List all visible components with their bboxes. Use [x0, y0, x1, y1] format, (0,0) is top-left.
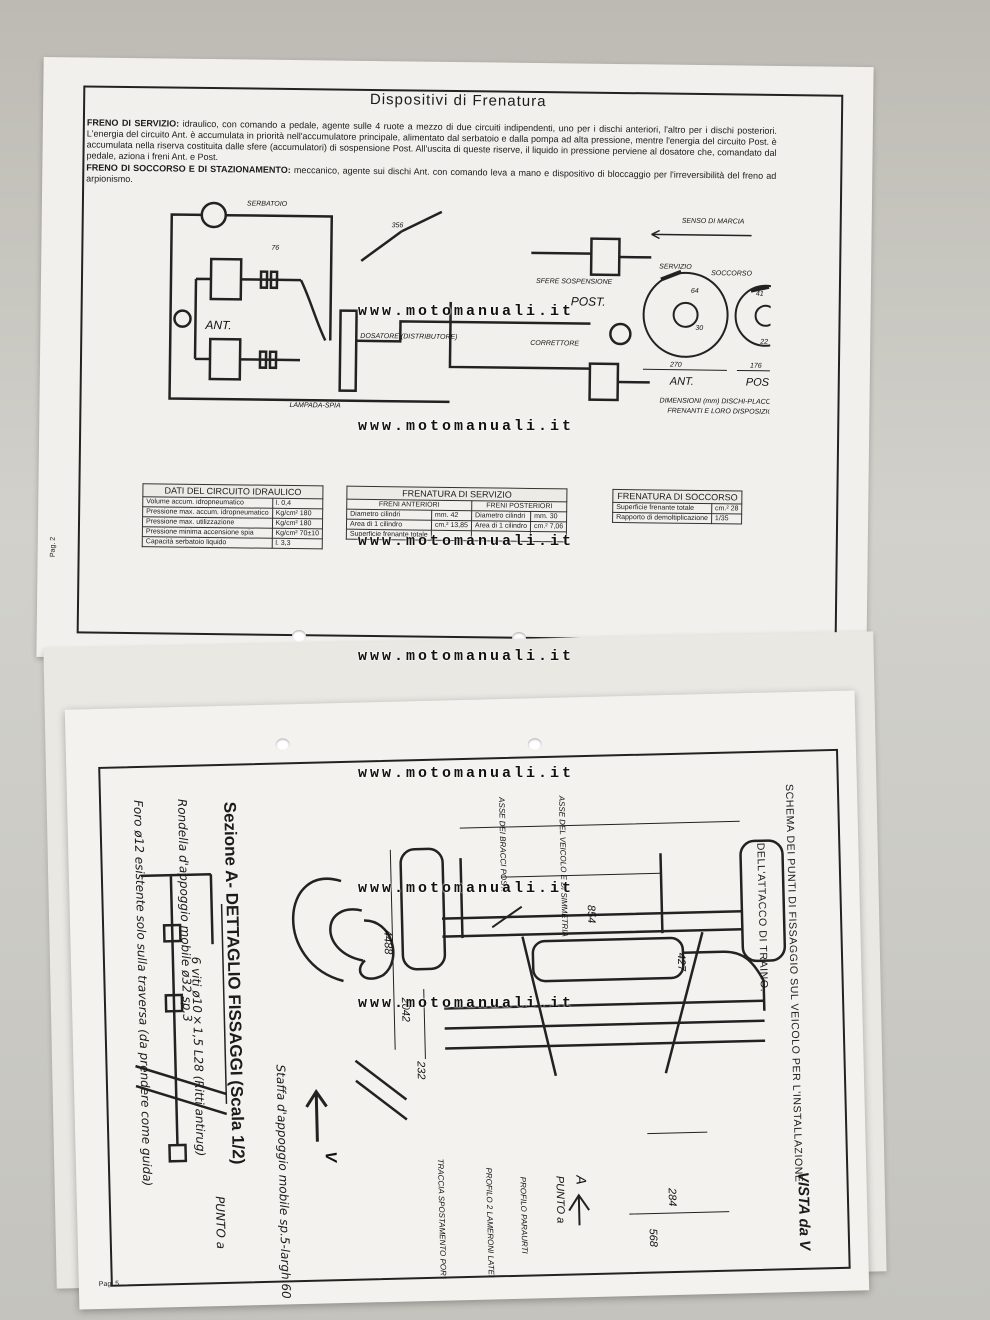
- vista-label: VISTA da V: [794, 1171, 814, 1251]
- page-top: Dispositivi di Frenatura FRENO DI SERVIZ…: [36, 56, 874, 668]
- dim-30: 30: [695, 325, 703, 332]
- note-punto: PUNTO a: [212, 1195, 229, 1250]
- watermark: www.motomanuali.it: [358, 533, 575, 550]
- watermark: www.motomanuali.it: [358, 995, 575, 1012]
- label-frenanti: FRENANTI E LORO DISPOSIZIONE: [667, 408, 772, 416]
- dim-22: 22: [759, 339, 768, 346]
- dim-64: 64: [691, 288, 699, 295]
- marker-v: V: [322, 1151, 339, 1163]
- label-lampada: LAMPADA-SPIA: [289, 402, 341, 410]
- dim-356: 356: [392, 222, 404, 229]
- marker-a: A: [573, 1174, 589, 1185]
- label-soccorso: SOCCORSO: [711, 270, 752, 278]
- dim-41: 41: [756, 291, 764, 298]
- dim-4488: 4488: [381, 930, 394, 956]
- watermark: www.motomanuali.it: [358, 880, 575, 897]
- page-number: Pag. 2: [49, 536, 57, 558]
- dim-270: 270: [669, 362, 682, 369]
- label-serbatoio: SERBATOIO: [247, 200, 288, 207]
- watermark: www.motomanuali.it: [358, 303, 575, 320]
- label-correttore: CORRETTORE: [530, 340, 579, 348]
- label-asse-veicolo: ASSE DEL VEICOLO E DI SIMMETRIA: [557, 795, 569, 937]
- label-asse-bracci: ASSE DEI BRACCI POST.: [497, 796, 508, 892]
- label-post: POST.: [571, 294, 606, 308]
- table-idraulico: DATI DEL CIRCUITO IDRAULICO Volume accum…: [142, 483, 324, 549]
- binder-hole: [275, 738, 290, 751]
- label-sfere: SFERE SOSPENSIONE: [536, 278, 613, 286]
- label-profilo2: PROFILO 2 LAMERONI LATERALI: [484, 1167, 496, 1286]
- label-ant: ANT.: [204, 318, 231, 332]
- dim-854: 854: [585, 905, 597, 924]
- dim-76: 76: [271, 245, 279, 252]
- dim-568: 568: [647, 1228, 659, 1248]
- towbar-mounting-diagram: 4488 2042 232 854 427 284 568 ASSE DEL V…: [135, 795, 787, 1287]
- watermark: www.motomanuali.it: [358, 648, 575, 665]
- label-post-disc: POST.: [746, 377, 772, 389]
- label-dosatore: DOSATORE (DISTRIBUTORE): [360, 333, 457, 341]
- paragraph1-label: FRENO DI SERVIZIO:: [86, 117, 180, 129]
- label-profilo-paraurti: PROFILO PARAURTI: [518, 1177, 529, 1255]
- table-soccorso: FRENATURA DI SOCCORSO Superficie frenant…: [612, 489, 743, 525]
- dim-284: 284: [666, 1187, 678, 1207]
- label-ant-disc: ANT.: [669, 376, 694, 388]
- label-dimensioni: DIMENSIONI (mm) DISCHI-PLACCHETTE: [659, 398, 772, 407]
- brake-circuit-diagram: SERBATOIO ANT. POST. DOSATORE (DISTRIBUT…: [168, 200, 773, 416]
- paragraph1-text: idraulico, con comando a pedale, agente …: [86, 118, 777, 163]
- binder-hole: [292, 630, 306, 642]
- label-traccia: TRACCIA SPOSTAMENTO PORTELLO POST.: [436, 1159, 449, 1287]
- intro-text: FRENO DI SERVIZIO: idraulico, con comand…: [86, 117, 777, 193]
- dim-232: 232: [414, 1060, 426, 1080]
- dim-176: 176: [750, 363, 762, 370]
- label-punto-a: PUNTO a: [553, 1176, 566, 1224]
- page-number: Pag. 5: [98, 1280, 120, 1289]
- binder-hole: [527, 738, 542, 751]
- watermark: www.motomanuali.it: [358, 765, 575, 782]
- dim-427: 427: [675, 953, 687, 973]
- page-bottom: 4488 2042 232 854 427 284 568 ASSE DEL V…: [64, 690, 870, 1310]
- label-senso: SENSO DI MARCIA: [682, 218, 745, 226]
- label-servizio: SERVIZIO: [659, 263, 692, 270]
- dim-2042: 2042: [399, 996, 412, 1022]
- watermark: www.motomanuali.it: [358, 418, 575, 435]
